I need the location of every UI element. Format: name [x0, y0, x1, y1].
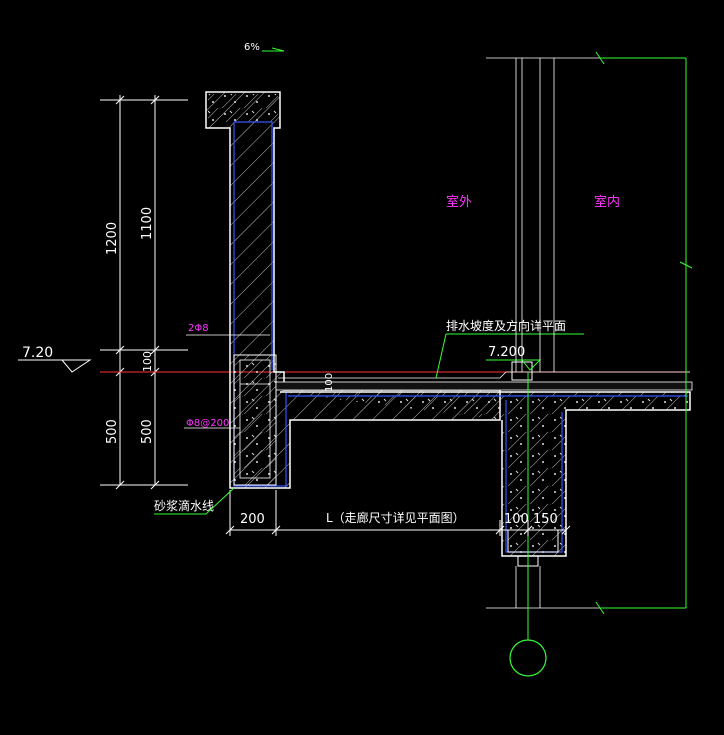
dim-L: L（走廊尺寸详见平面图）	[326, 510, 465, 525]
drainage-note: 排水坡度及方向详平面	[435, 318, 584, 379]
dim-100-150: 100 150	[504, 512, 558, 527]
parapet	[205, 91, 501, 489]
dim-1100: 1100	[140, 207, 155, 240]
dim-100-slab: 100	[324, 373, 335, 392]
exterior-wall	[486, 57, 600, 609]
slope-label: 6%	[244, 42, 260, 53]
dim-500-b: 500	[140, 419, 155, 444]
slope-indicator: 6%	[244, 42, 285, 53]
rebar-top-label: 2Φ8	[188, 323, 209, 334]
drip-line-label: 砂浆滴水线	[154, 498, 214, 513]
drip-line-note: 砂浆滴水线	[154, 487, 235, 515]
elevation-left-label: 7.20	[22, 345, 53, 361]
rebar-stirrup-label: Φ8@200	[186, 418, 229, 429]
dim-200: 200	[240, 512, 265, 527]
elevation-mark-left: 7.20	[18, 345, 92, 373]
dim-500-a: 500	[105, 419, 120, 444]
drainage-note-label: 排水坡度及方向详平面	[446, 318, 566, 333]
dim-1200: 1200	[105, 222, 120, 255]
elevation-right-label: 7.200	[488, 345, 525, 360]
inside-label: 室内	[594, 194, 620, 210]
corridor-slab	[275, 361, 693, 567]
axis-bubble	[509, 639, 547, 677]
interior-wall	[527, 51, 693, 640]
outside-label: 室外	[446, 194, 472, 210]
dim-100-left: 100	[141, 351, 154, 372]
bottom-dimensions	[225, 490, 571, 536]
